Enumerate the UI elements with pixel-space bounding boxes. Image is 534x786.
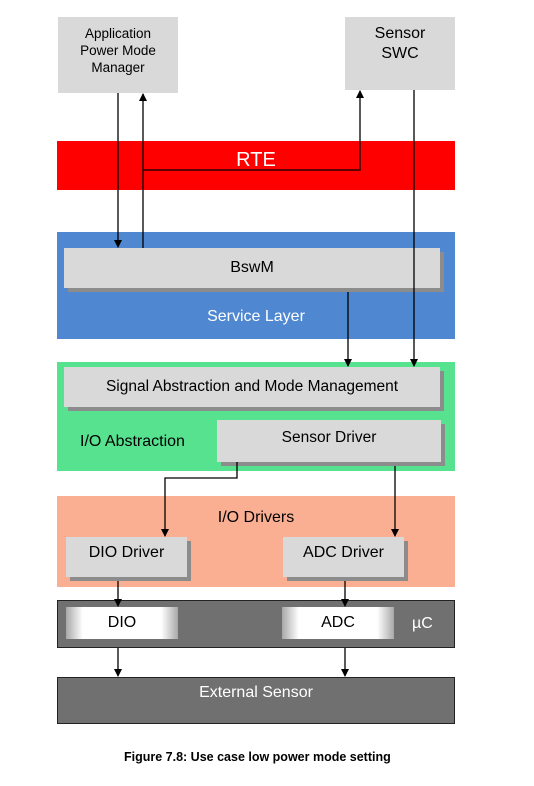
microcontroller-label: µC xyxy=(412,615,433,632)
io-drivers-label: I/O Drivers xyxy=(217,509,295,526)
adc-driver-box: ADC Driver xyxy=(283,537,404,577)
dio-box: DIO xyxy=(66,607,178,639)
io-abstraction-label: I/O Abstraction xyxy=(80,433,185,450)
bswm-box: BswM xyxy=(64,248,440,288)
figure-caption: Figure 7.8: Use case low power mode sett… xyxy=(124,750,391,764)
service-layer-label: Service Layer xyxy=(207,308,305,325)
sensor-swc-box: Sensor SWC xyxy=(345,17,455,90)
sensor-driver-box: Sensor Driver xyxy=(217,420,441,462)
external-sensor-box: External Sensor xyxy=(57,677,455,724)
adc-box: ADC xyxy=(282,607,394,639)
rte-bar: RTE xyxy=(57,141,455,190)
signal-abstraction-box: Signal Abstraction and Mode Management xyxy=(64,367,440,407)
dio-driver-box: DIO Driver xyxy=(66,537,187,577)
application-power-mode-manager-box: Application Power Mode Manager xyxy=(58,17,178,93)
